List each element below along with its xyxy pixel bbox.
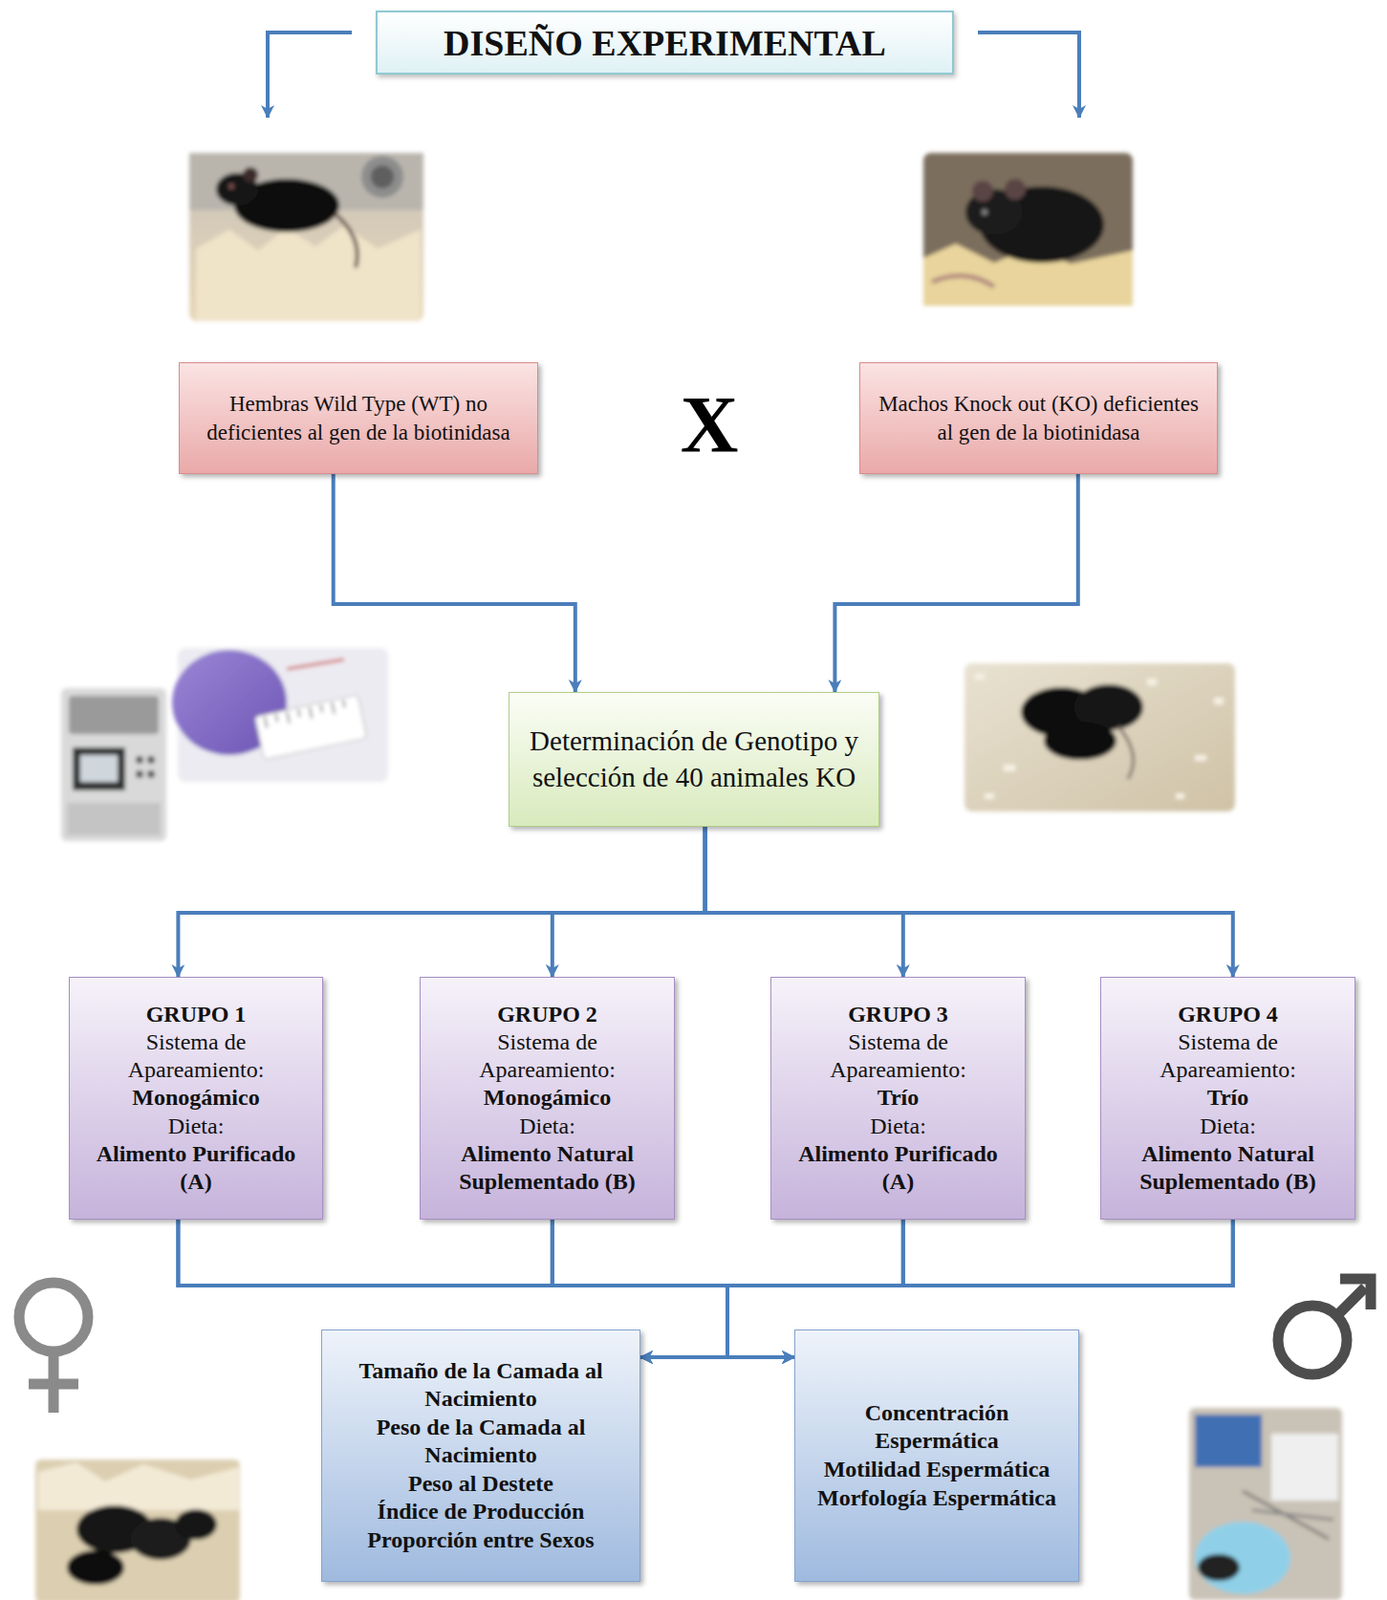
box-text: Dieta: [432, 1112, 663, 1141]
box-text: Alimento Natural Suplementado (B) [432, 1140, 663, 1197]
box-text: Machos Knock out (KO) deficientes al gen… [873, 390, 1204, 448]
group-box: GRUPO 1Sistema de Apareamiento:Monogámic… [68, 976, 324, 1220]
box-text: Monogámico [432, 1083, 663, 1112]
female-symbol [19, 1282, 88, 1413]
parent-box: Hembras Wild Type (WT) no deficientes al… [178, 362, 539, 475]
box-text: Sistema de Apareamiento: [1112, 1028, 1344, 1085]
box-text: Trío [1112, 1083, 1344, 1112]
box-text: Monogámico [81, 1083, 311, 1112]
parent-box: Machos Knock out (KO) deficientes al gen… [859, 362, 1218, 475]
box-text: Sistema de Apareamiento: [432, 1028, 663, 1085]
title-box: DISEÑO EXPERIMENTAL [375, 10, 954, 75]
box-text: Dieta: [81, 1112, 311, 1141]
title-arrow [977, 32, 1080, 118]
box-text: Alimento Purificado (A) [81, 1140, 311, 1197]
result-box: Concentración EspermáticaMotilidad Esper… [794, 1329, 1080, 1583]
box-text: Índice de Producción [335, 1497, 627, 1527]
connector [552, 826, 706, 977]
connector [834, 474, 1078, 693]
group-box: GRUPO 2Sistema de Apareamiento:Monogámic… [419, 976, 675, 1220]
result-box: Tamaño de la Camada al NacimientoPeso de… [321, 1329, 641, 1583]
title: DISEÑO EXPERIMENTAL [443, 21, 887, 65]
box-text: Motilidad Espermática [808, 1455, 1065, 1485]
connector [705, 826, 1234, 977]
box-text: Trío [782, 1083, 1014, 1112]
box-text: Sistema de Apareamiento: [782, 1028, 1014, 1085]
box-text: Determinación de Genotipo y selección de… [522, 723, 866, 795]
box-text: Peso de la Camada al Nacimiento [335, 1413, 627, 1471]
box-text: GRUPO 3 [782, 1000, 1014, 1029]
male-symbol [1278, 1278, 1371, 1375]
process-box: Determinación de Genotipo y selección de… [508, 692, 880, 827]
mouse-photo [189, 152, 424, 322]
box-text: Dieta: [782, 1112, 1014, 1141]
box-text: Dieta: [1112, 1112, 1344, 1141]
connector [333, 474, 576, 693]
litter-photo [35, 1459, 240, 1600]
box-text: Concentración Espermática [808, 1399, 1065, 1456]
box-text: GRUPO 2 [432, 1000, 663, 1029]
box-text: Sistema de Apareamiento: [81, 1028, 311, 1085]
group-box: GRUPO 4Sistema de Apareamiento:TríoDieta… [1100, 976, 1356, 1220]
cross-symbol: X [671, 377, 748, 474]
box-text: GRUPO 4 [1112, 1000, 1344, 1029]
box-text: Proporción entre Sexos [335, 1526, 627, 1556]
lab-photo [61, 648, 389, 842]
box-text: Peso al Destete [335, 1470, 627, 1499]
box-text: Alimento Purificado (A) [782, 1140, 1014, 1197]
connector [177, 826, 705, 977]
pups-photo [964, 663, 1236, 812]
box-text: Morfología Espermática [808, 1484, 1065, 1514]
title-arrow [267, 32, 352, 118]
group-box: GRUPO 3Sistema de Apareamiento:TríoDieta… [770, 976, 1026, 1220]
box-text: Hembras Wild Type (WT) no deficientes al… [193, 390, 524, 448]
box-text: Tamaño de la Camada al Nacimiento [335, 1357, 627, 1414]
connector [705, 826, 904, 977]
mouse-photo [923, 152, 1133, 306]
dissection-photo [1189, 1408, 1343, 1600]
box-text: GRUPO 1 [81, 1000, 311, 1029]
box-text: Alimento Natural Suplementado (B) [1112, 1140, 1344, 1197]
